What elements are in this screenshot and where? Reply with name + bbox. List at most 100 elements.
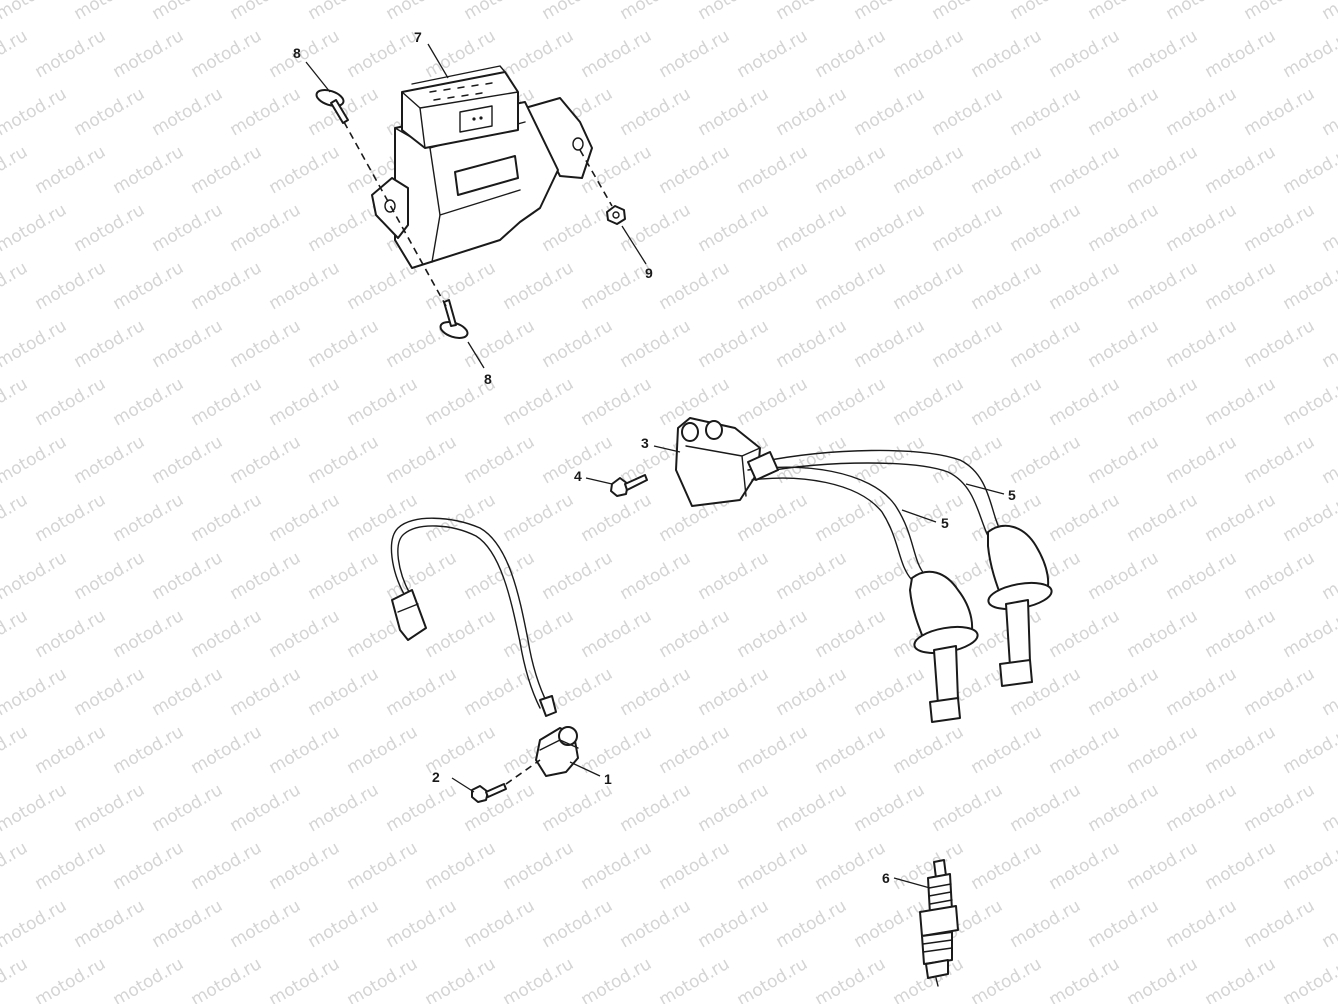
- leader-lines: [305, 43, 1005, 889]
- watermark-text: motod.ru: [539, 548, 617, 604]
- watermark-text: motod.ru: [227, 0, 305, 24]
- watermark-text: motod.ru: [1202, 26, 1280, 82]
- watermark-text: motod.ru: [0, 26, 31, 82]
- watermark-text: motod.ru: [110, 490, 188, 546]
- watermark-text: motod.ru: [656, 26, 734, 82]
- watermark-text: motod.ru: [71, 200, 149, 256]
- watermark-text: motod.ru: [71, 84, 149, 140]
- watermark-text: motod.ru: [851, 200, 929, 256]
- watermark-text: motod.ru: [1202, 374, 1280, 430]
- watermark-text: motod.ru: [695, 84, 773, 140]
- watermark-text: motod.ru: [617, 780, 695, 836]
- watermark-text: motod.ru: [461, 316, 539, 372]
- watermark-text: motod.ru: [1085, 664, 1163, 720]
- watermark-text: motod.ru: [1163, 896, 1241, 952]
- watermark-text: motod.ru: [1163, 200, 1241, 256]
- watermark-text: motod.ru: [812, 954, 890, 1004]
- coil-bolt[interactable]: [610, 474, 648, 497]
- watermark-text: motod.ru: [929, 780, 1007, 836]
- watermark-text: motod.ru: [500, 374, 578, 430]
- callout-1: 1: [604, 771, 612, 787]
- watermark-text: motod.ru: [1241, 200, 1319, 256]
- watermark-text: motod.ru: [734, 490, 812, 546]
- watermark-text: motod.ru: [500, 838, 578, 894]
- watermark-text: motod.ru: [0, 954, 31, 1004]
- watermark-text: motod.ru: [812, 374, 890, 430]
- watermark-text: motod.ru: [812, 142, 890, 198]
- watermark-text: motod.ru: [32, 954, 110, 1004]
- watermark-text: motod.ru: [734, 142, 812, 198]
- cdi-unit[interactable]: [371, 65, 593, 269]
- spark-plug-lead-outer[interactable]: [759, 449, 1054, 687]
- watermark-text: motod.ru: [1046, 142, 1124, 198]
- watermark-text: motod.ru: [773, 200, 851, 256]
- watermark-text: motod.ru: [344, 954, 422, 1004]
- watermark-text: motod.ru: [71, 664, 149, 720]
- watermark-text: motod.ru: [773, 316, 851, 372]
- watermark-text: motod.ru: [578, 838, 656, 894]
- watermark-text: motod.ru: [1007, 432, 1085, 488]
- watermark-text: motod.ru: [1241, 0, 1319, 24]
- watermark-text: motod.ru: [1319, 664, 1338, 720]
- callout-7: 7: [414, 29, 422, 45]
- watermark-text: motod.ru: [1007, 780, 1085, 836]
- watermark-text: motod.ru: [110, 26, 188, 82]
- watermark-text: motod.ru: [812, 722, 890, 778]
- watermark-text: motod.ru: [578, 374, 656, 430]
- watermark-text: motod.ru: [1085, 84, 1163, 140]
- watermark-text: motod.ru: [461, 548, 539, 604]
- watermark-text: motod.ru: [734, 722, 812, 778]
- watermark-text: motod.ru: [461, 896, 539, 952]
- watermark-text: motod.ru: [1124, 490, 1202, 546]
- watermark-text: motod.ru: [1280, 606, 1338, 662]
- watermark-text: motod.ru: [305, 664, 383, 720]
- watermark-text: motod.ru: [305, 316, 383, 372]
- watermark-text: motod.ru: [617, 0, 695, 24]
- watermark-text: motod.ru: [851, 316, 929, 372]
- watermark-text: motod.ru: [149, 200, 227, 256]
- watermark-text: motod.ru: [773, 664, 851, 720]
- watermark-text: motod.ru: [890, 490, 968, 546]
- watermark-text: motod.ru: [71, 316, 149, 372]
- watermark-text: motod.ru: [32, 606, 110, 662]
- pickup-sensor[interactable]: [390, 517, 579, 777]
- watermark-text: motod.ru: [851, 0, 929, 24]
- watermark-text: motod.ru: [656, 258, 734, 314]
- sensor-screw[interactable]: [471, 783, 507, 803]
- nut[interactable]: [606, 205, 626, 225]
- watermark-text: motod.ru: [1319, 896, 1338, 952]
- watermark-text: motod.ru: [188, 374, 266, 430]
- watermark-text: motod.ru: [188, 838, 266, 894]
- watermark-text: motod.ru: [1046, 490, 1124, 546]
- watermark-text: motod.ru: [695, 0, 773, 24]
- watermark-text: motod.ru: [773, 0, 851, 24]
- bolt-upper[interactable]: [315, 87, 349, 124]
- watermark-text: motod.ru: [968, 954, 1046, 1004]
- watermark-text: motod.ru: [32, 142, 110, 198]
- spark-plug[interactable]: [919, 859, 959, 987]
- bolt-lower[interactable]: [439, 299, 470, 341]
- watermark-text: motod.ru: [539, 200, 617, 256]
- callout-9: 9: [645, 265, 653, 281]
- watermark-text: motod.ru: [695, 664, 773, 720]
- watermark-text: motod.ru: [0, 490, 31, 546]
- watermark-text: motod.ru: [1280, 258, 1338, 314]
- watermark-text: motod.ru: [344, 374, 422, 430]
- watermark-text: motod.ru: [1007, 316, 1085, 372]
- watermark-text: motod.ru: [734, 26, 812, 82]
- watermark-text: motod.ru: [1202, 258, 1280, 314]
- watermark-text: motod.ru: [266, 722, 344, 778]
- watermark-text: motod.ru: [773, 84, 851, 140]
- watermark-text: motod.ru: [149, 780, 227, 836]
- watermark-text: motod.ru: [1280, 26, 1338, 82]
- watermark-text: motod.ru: [0, 0, 70, 24]
- watermark-text: motod.ru: [32, 838, 110, 894]
- watermark-text: motod.ru: [1319, 0, 1338, 24]
- watermark-text: motod.ru: [890, 722, 968, 778]
- watermark-text: motod.ru: [890, 258, 968, 314]
- ignition-coil[interactable]: [675, 417, 761, 507]
- watermark-text: motod.ru: [1280, 838, 1338, 894]
- watermark-text: motod.ru: [461, 0, 539, 24]
- watermark-text: motod.ru: [1319, 316, 1338, 372]
- watermark-text: motod.ru: [539, 780, 617, 836]
